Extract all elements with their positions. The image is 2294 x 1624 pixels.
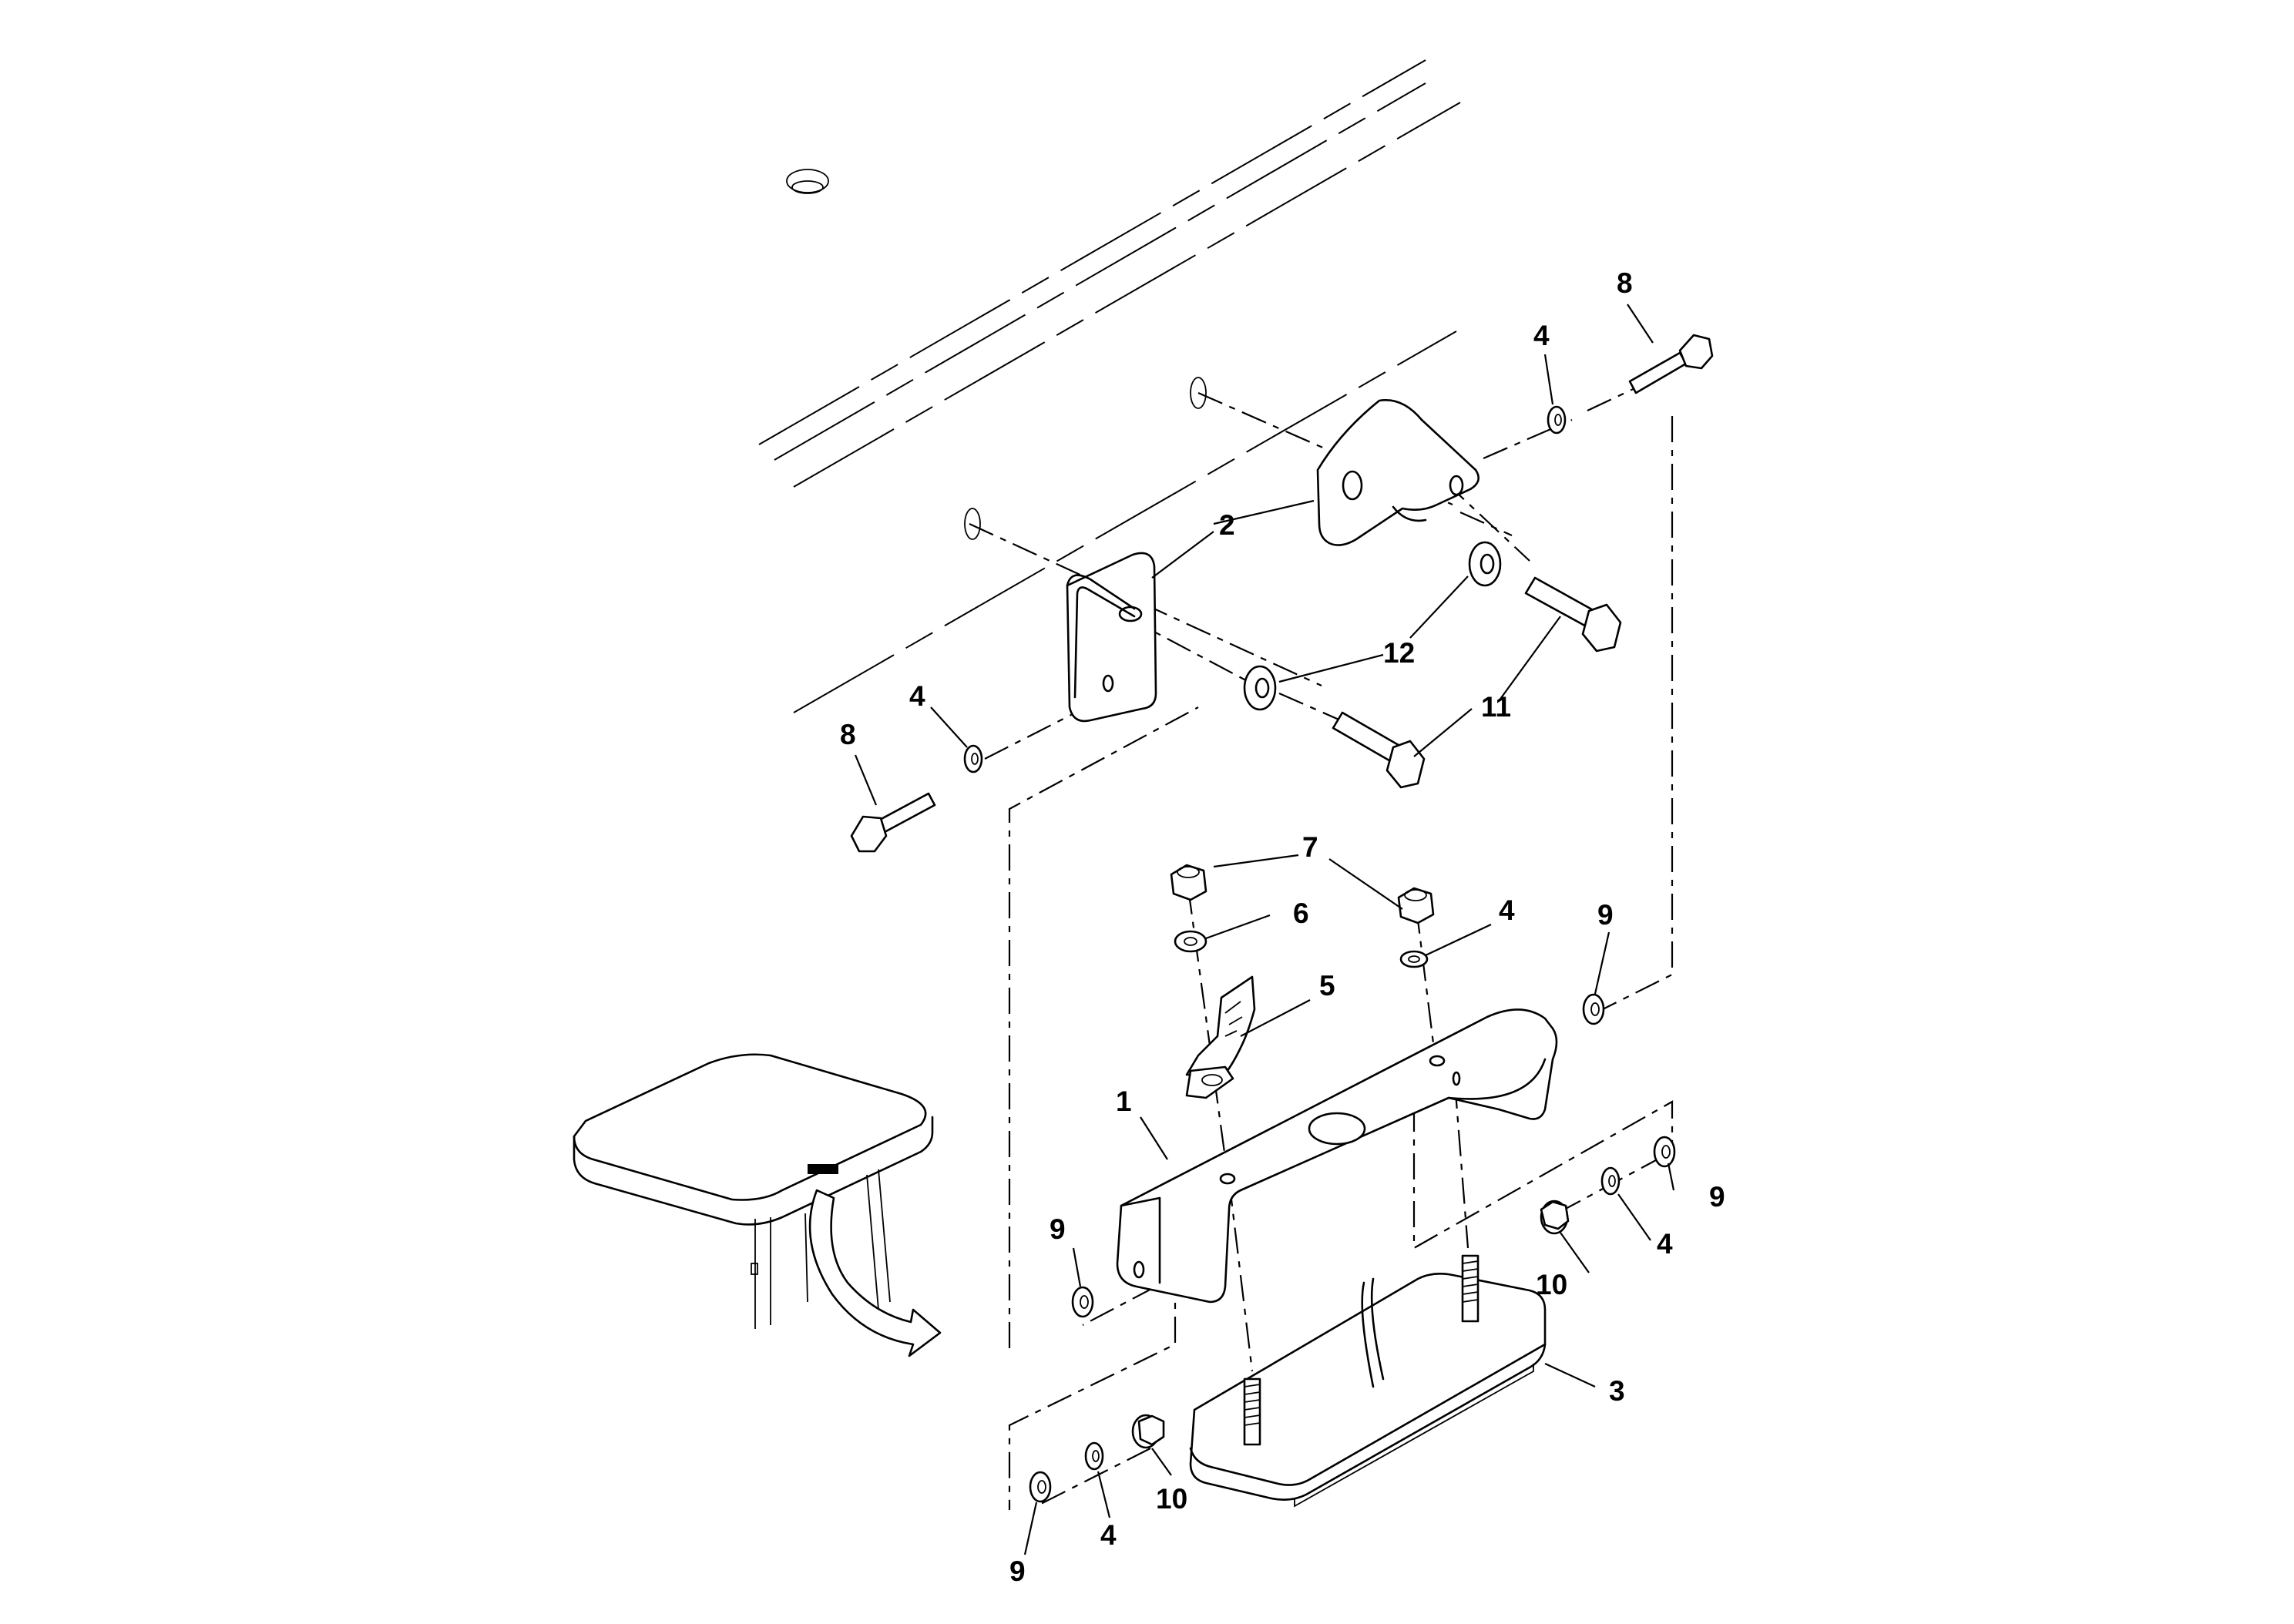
washer — [1071, 1286, 1094, 1318]
lock-washer — [1600, 1166, 1621, 1196]
lock-washer — [963, 744, 983, 773]
callout-3: 3 — [1609, 1375, 1625, 1407]
hex-bolt-small — [850, 792, 936, 853]
flat-washer — [1468, 541, 1502, 587]
clip — [1185, 975, 1256, 1099]
hex-nut — [1397, 887, 1435, 924]
hex-bolt-large — [1524, 576, 1622, 653]
callout-4-bottom: 4 — [1100, 1519, 1117, 1551]
lock-washer — [1084, 1441, 1104, 1471]
threaded-stud — [1243, 1377, 1261, 1446]
callout-9-left: 9 — [1050, 1213, 1066, 1245]
callout-4-left: 4 — [909, 680, 925, 712]
callouts: 1 2 3 4 4 4 4 4 5 6 7 8 8 9 9 9 9 10 10 … — [840, 267, 1725, 1587]
callout-11: 11 — [1481, 691, 1511, 723]
callout-10-right: 10 — [1536, 1269, 1567, 1300]
callout-4-top: 4 — [1533, 320, 1550, 351]
frame-outline — [758, 59, 1461, 713]
callout-9-right-upper: 9 — [1597, 899, 1614, 931]
mount-bracket — [1116, 1008, 1558, 1304]
callout-8-top: 8 — [1617, 267, 1633, 299]
frame-hole — [964, 508, 981, 540]
washer — [1582, 993, 1605, 1025]
lock-washer — [1399, 950, 1429, 968]
leader-lines — [854, 304, 1675, 1555]
bracket-right — [1316, 399, 1480, 546]
callout-5: 5 — [1319, 970, 1335, 1002]
flat-washer — [1243, 665, 1277, 711]
curved-arrow-icon — [808, 1189, 942, 1357]
callout-9-right-lower: 9 — [1709, 1181, 1725, 1213]
callout-2: 2 — [1219, 509, 1235, 541]
flange-nut — [1540, 1200, 1570, 1235]
flat-washer-small — [1174, 930, 1207, 953]
callout-4-right: 4 — [1657, 1228, 1673, 1260]
callout-6: 6 — [1293, 898, 1309, 929]
callout-1: 1 — [1116, 1085, 1132, 1117]
washer — [1029, 1471, 1052, 1503]
hex-bolt-large — [1332, 711, 1426, 789]
threaded-stud — [1461, 1254, 1480, 1323]
frame-hole — [1190, 377, 1207, 409]
callout-7: 7 — [1302, 831, 1318, 863]
lock-washer — [1547, 405, 1567, 435]
hex-nut — [1170, 864, 1207, 901]
seat-overview — [573, 1053, 942, 1357]
rubber-pad — [1189, 1273, 1547, 1508]
callout-9-bottom: 9 — [1009, 1555, 1026, 1587]
callout-8-left: 8 — [840, 719, 856, 750]
callout-12: 12 — [1383, 637, 1415, 669]
flange-nut — [1131, 1414, 1165, 1449]
bracket-left — [1066, 552, 1157, 723]
seat-latch-detail — [808, 1164, 838, 1174]
washer — [1653, 1136, 1676, 1168]
callout-10-bottom: 10 — [1156, 1483, 1187, 1515]
callout-4-nut: 4 — [1499, 894, 1515, 926]
hex-bolt-small — [1628, 334, 1714, 394]
assembly-lines — [969, 384, 1674, 1510]
